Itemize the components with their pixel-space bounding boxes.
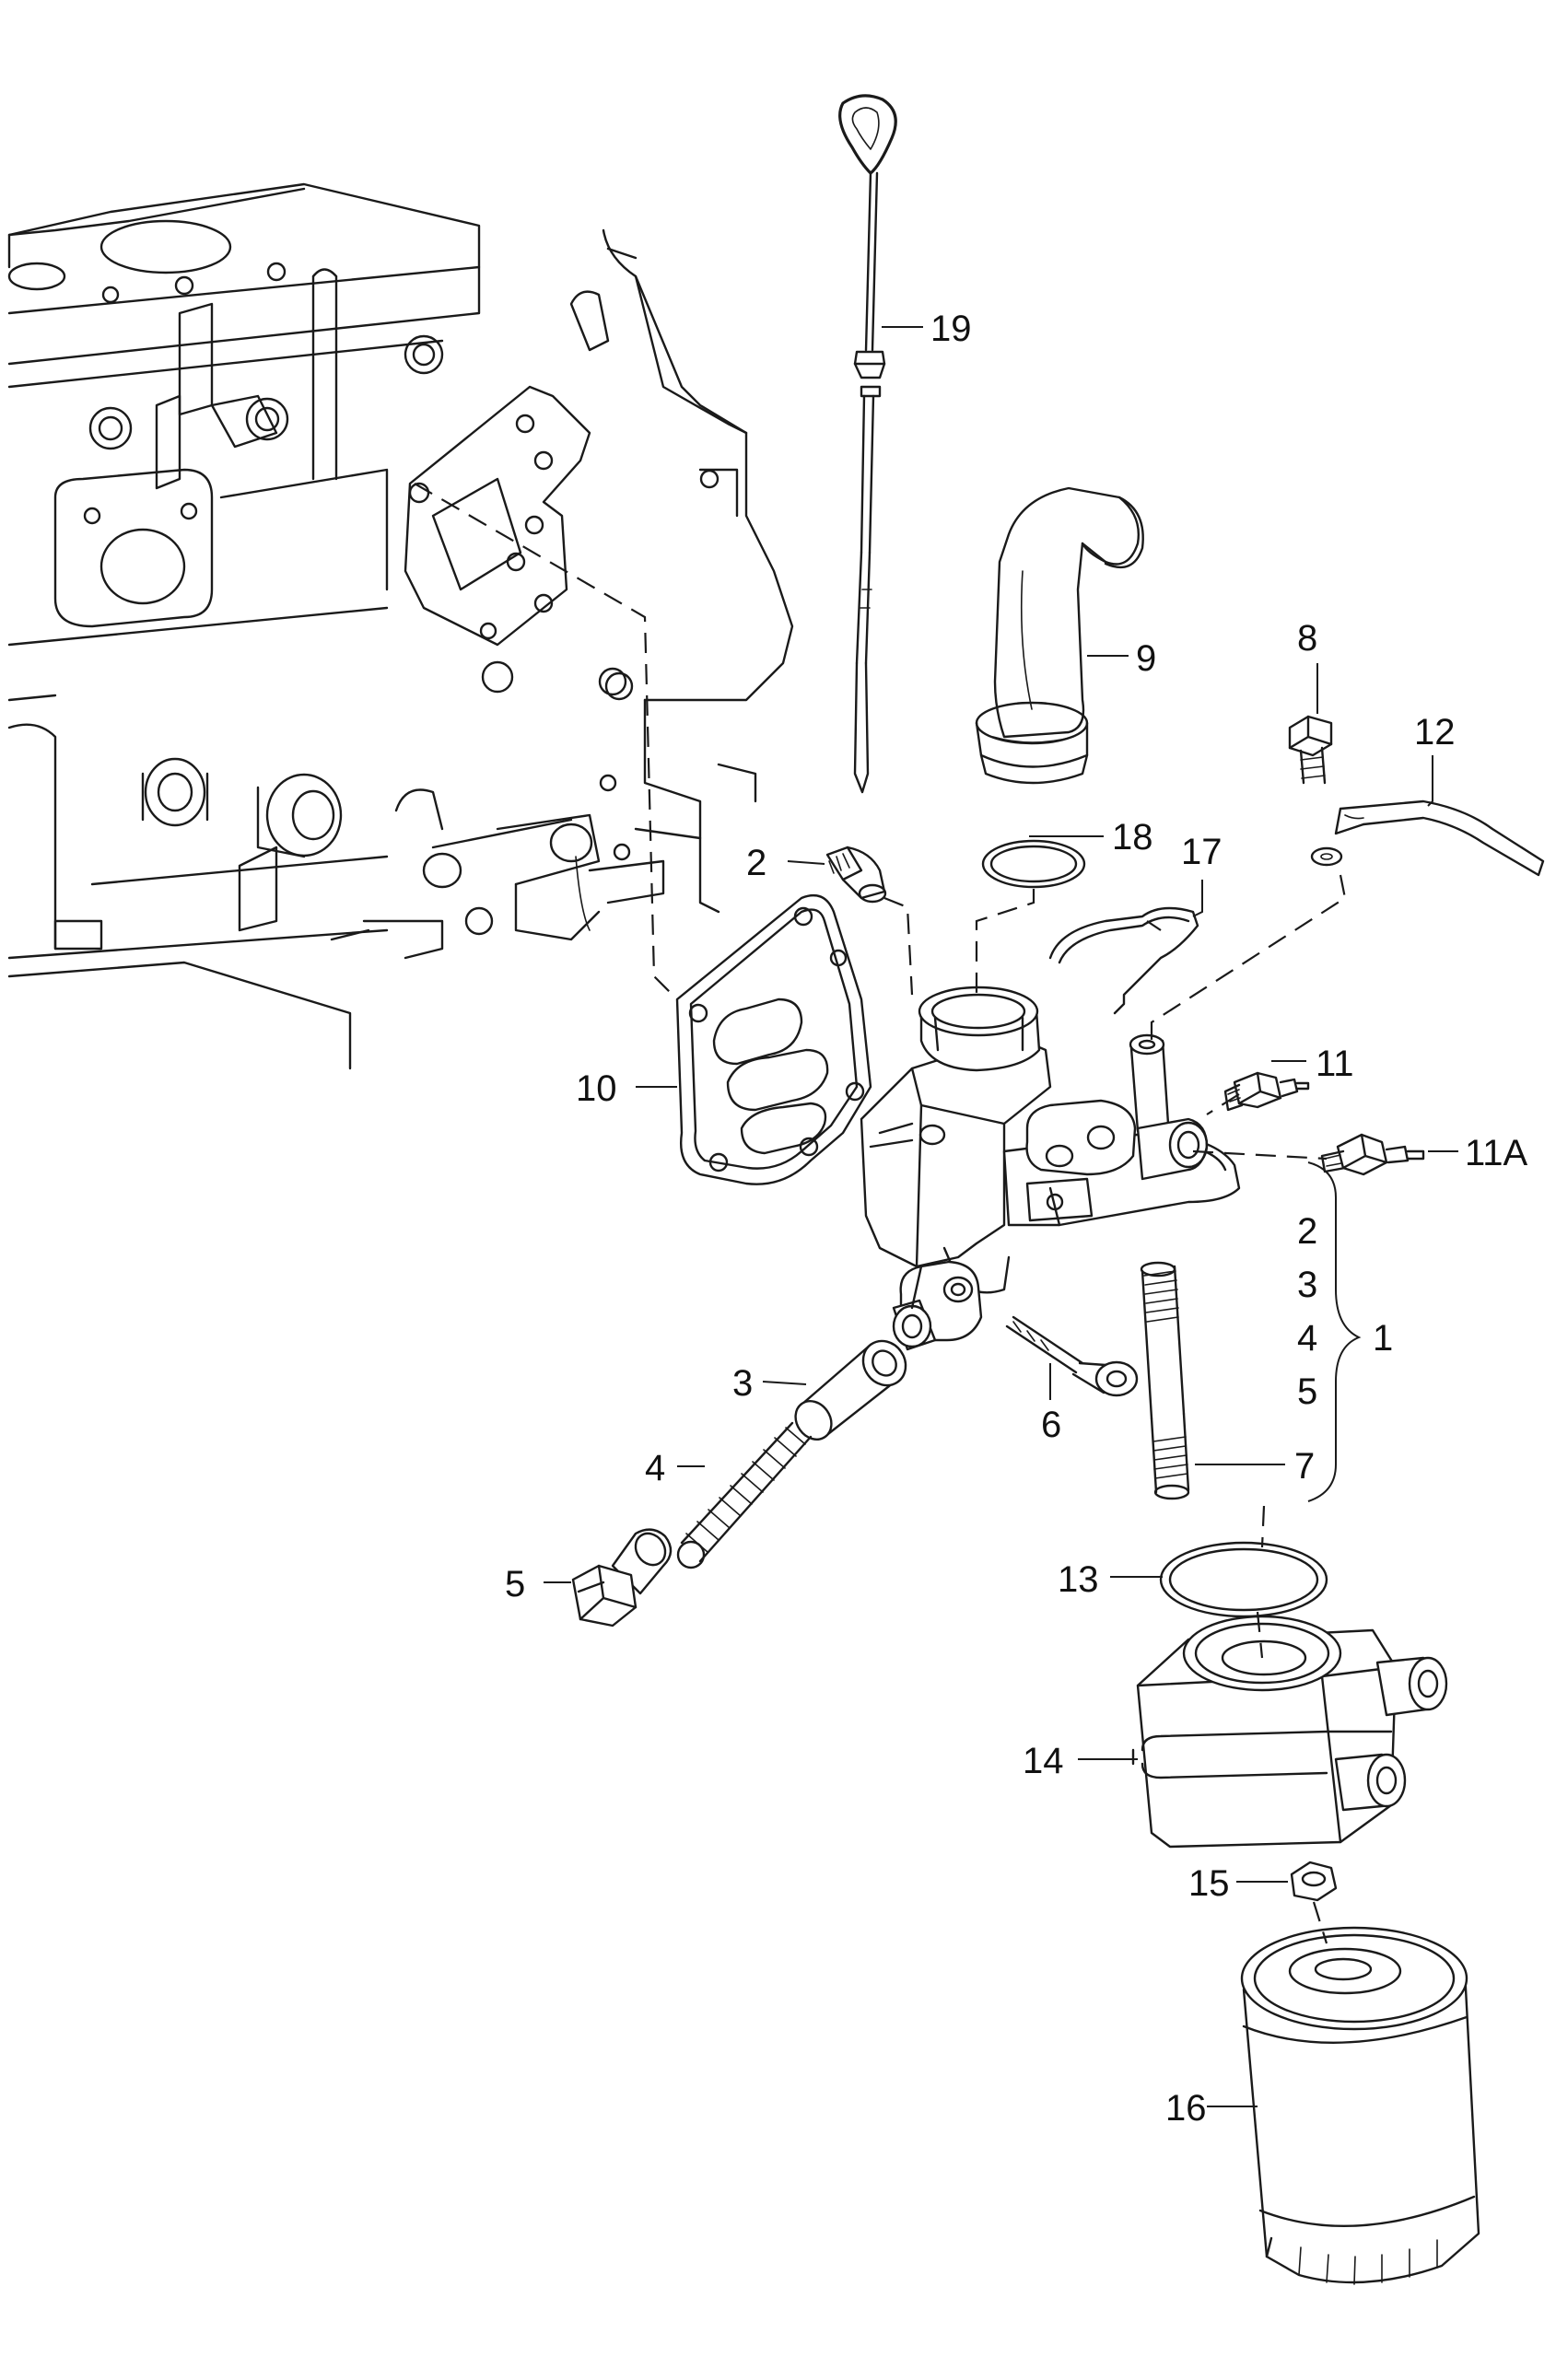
callout-14: 14 [1023, 1741, 1064, 1781]
callout-3-group: 3 [1297, 1265, 1317, 1305]
stud-7 [1140, 1261, 1190, 1500]
callout-2-top: 2 [746, 843, 766, 883]
dipstick [838, 94, 897, 794]
leader-lines [544, 326, 1458, 2107]
callout-4-group: 4 [1297, 1318, 1317, 1359]
group-bracket [1307, 1161, 1362, 1502]
bushing-3 [794, 1339, 907, 1441]
callout-8: 8 [1297, 618, 1317, 659]
oil-filler-neck [975, 486, 1144, 785]
callout-5: 5 [505, 1564, 525, 1604]
callout-3: 3 [732, 1363, 753, 1404]
callout-16: 16 [1165, 2088, 1207, 2129]
callout-11a: 11A [1465, 1133, 1528, 1173]
callout-12: 12 [1414, 712, 1456, 752]
washer-8 [1310, 846, 1343, 867]
sender-11a [1320, 1133, 1425, 1176]
plug-5 [571, 1528, 673, 1628]
assembly-lines [414, 483, 1347, 1944]
nut-15 [1290, 1861, 1338, 1902]
callout-17: 17 [1181, 832, 1223, 872]
callout-19: 19 [930, 309, 972, 349]
callout-5-group: 5 [1297, 1371, 1317, 1412]
oil-filter-housing [860, 986, 1241, 1351]
oil-pipe-12 [1334, 799, 1545, 877]
o-ring-18 [981, 839, 1086, 889]
seal-17 [1048, 906, 1199, 1015]
oil-cooler-14 [1131, 1615, 1448, 1849]
callout-13: 13 [1058, 1559, 1099, 1600]
callout-1: 1 [1373, 1318, 1393, 1359]
engine-block [7, 182, 794, 1070]
o-ring-13 [1159, 1541, 1328, 1618]
callout-11: 11 [1316, 1044, 1354, 1084]
callout-7: 7 [1294, 1446, 1315, 1487]
callouts: 19 9 8 12 18 17 2 10 11 11A 2 3 4 1 5 7 … [505, 309, 1528, 2129]
sender-11 [1223, 1071, 1310, 1112]
gasket-10 [675, 893, 872, 1185]
callout-15: 15 [1188, 1863, 1230, 1904]
callout-9: 9 [1136, 638, 1156, 679]
callout-10: 10 [576, 1068, 617, 1109]
callout-4: 4 [645, 1448, 665, 1488]
plug-2 [825, 846, 887, 904]
spring-4 [676, 1421, 813, 1569]
callout-6: 6 [1041, 1405, 1061, 1445]
callout-18: 18 [1112, 817, 1153, 858]
callout-2-group: 2 [1297, 1211, 1317, 1252]
bolt-8 [1288, 715, 1333, 785]
bolt-6 [1005, 1315, 1139, 1397]
oil-filter-16 [1240, 1926, 1480, 2285]
